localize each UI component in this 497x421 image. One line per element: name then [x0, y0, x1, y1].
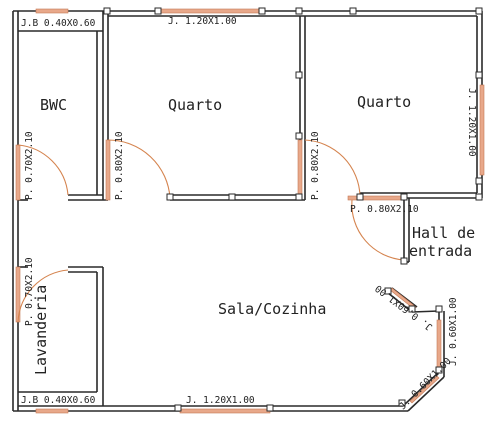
wall-bay-lower: [402, 371, 440, 407]
window-jb-top: [35, 8, 69, 14]
door-quarto1-leaf: [105, 139, 111, 201]
label-window-right: J. 1.20X1.00: [466, 88, 477, 157]
label-window-bay-a: J. 0.60X1.00: [373, 282, 435, 332]
label-window-bay-c: J. 0.60X1.00: [397, 356, 454, 413]
label-window-bay-b: J. 0.60X1.00: [448, 297, 459, 366]
label-door-bwc: P. 0.70X2.10: [24, 131, 35, 200]
room-label-lavanderia: Lavanderia: [32, 285, 50, 375]
door-lav-swing: [17, 269, 69, 323]
door-quarto2-swing: [304, 139, 361, 197]
door-quarto2-leaf: [297, 139, 303, 201]
room-label-sala-cozinha: Sala/Cozinha: [218, 300, 326, 318]
room-label-hall-2: entrada: [409, 242, 472, 260]
door-swings: [17, 139, 405, 323]
label-jb-top: J.B 0.40X0.60: [21, 18, 96, 29]
label-door-lavanderia: P. 0.70X2.10: [24, 257, 35, 326]
label-window-top: J. 1.20X1.00: [168, 16, 237, 27]
label-door-hall: P. 0.80X2.10: [350, 204, 419, 215]
walls: [12, 10, 483, 412]
label-door-quarto-1: P. 0.80X2.10: [114, 131, 125, 200]
label-jb-bottom: J.B 0.40X0.60: [21, 395, 96, 406]
openings: [15, 8, 485, 414]
wall-bay-upper: [387, 292, 413, 313]
label-window-bottom: J. 1.20X1.00: [186, 395, 255, 406]
label-door-quarto-2: P. 0.80X2.10: [310, 131, 321, 200]
wall-bay-joint: [411, 310, 440, 313]
door-bwc-leaf: [15, 144, 21, 201]
window-quarto1-top: [159, 8, 261, 14]
window-sala-bottom: [179, 408, 271, 414]
room-label-quarto-1: Quarto: [168, 96, 222, 114]
room-label-quarto-2: Quarto: [357, 93, 411, 111]
wall-bay-lower-outer: [407, 376, 445, 412]
room-label-hall-1: Hall de: [412, 224, 475, 242]
door-hall-leaf: [347, 195, 405, 201]
window-bay-lower: [409, 375, 440, 404]
room-label-bwc: BWC: [40, 96, 67, 114]
window-quarto2-right: [479, 84, 485, 176]
window-jb-bottom: [35, 408, 69, 414]
door-quarto1-swing: [107, 139, 171, 199]
door-bwc-swing: [17, 144, 69, 196]
wall-nodes: [103, 7, 483, 412]
door-hall-swing: [351, 199, 405, 261]
